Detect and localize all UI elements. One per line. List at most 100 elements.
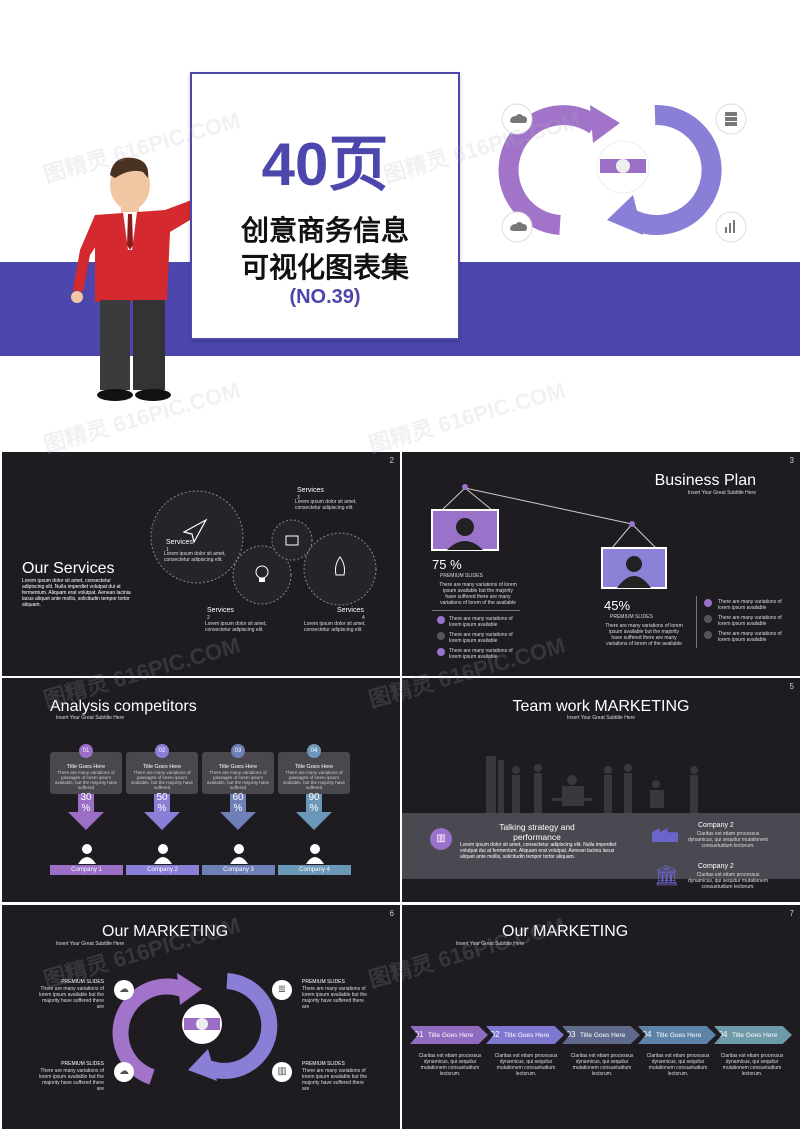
competitor-badge: 04	[307, 744, 321, 758]
service-3-label: Services	[297, 487, 324, 494]
services-title: Our Services	[22, 560, 115, 577]
step-num: 01	[414, 1030, 424, 1039]
service-4-num: 4	[362, 615, 365, 621]
slide-our-marketing-steps[interactable]: 7 Our MARKETING Insert Your Great Subtit…	[402, 905, 800, 1129]
person-icon	[78, 844, 96, 864]
business-plan-subtitle: Insert Your Great Subtitle Here	[687, 490, 756, 496]
right-bullet-2-text: There are many variations of lorem ipsum…	[718, 615, 782, 627]
service-1-label: Services	[166, 539, 193, 546]
left-bullet-3	[437, 648, 445, 656]
competitor-head: Title Goes Here	[66, 764, 106, 770]
analysis-title: Analysis competitors	[50, 698, 197, 715]
right-bullet-1	[704, 599, 712, 607]
step-3-desc: Claritas est etiam processus dynamicus, …	[570, 1053, 634, 1077]
left-label: PREMIUM SLIDES	[440, 573, 483, 579]
steps-title: Our MARKETING	[502, 923, 629, 940]
competitor-head: Title Goes Here	[218, 764, 258, 770]
corner-bl-desc: There are many variations of lorem ipsum…	[38, 1068, 104, 1092]
service-1-num: 1	[166, 547, 169, 553]
right-label: PREMIUM SLIDES	[610, 614, 653, 620]
right-bullet-1-text: There are many variations of lorem ipsum…	[718, 599, 782, 611]
company-label: Company 4	[278, 865, 351, 875]
corner-br-desc: There are many variations of lorem ipsum…	[302, 1068, 368, 1092]
cover: 40页 创意商务信息 可视化图表集 (NO.39)	[0, 0, 800, 450]
step-label: Title Goes Here	[580, 1032, 626, 1039]
business-plan-title: Business Plan	[654, 472, 756, 489]
competitor-desc: There are many variations of passages of…	[54, 770, 118, 790]
step-4-desc: Claritas est etiam processus dynamicus, …	[646, 1053, 710, 1077]
person-icon	[230, 844, 248, 864]
team-title: Team work MARKETING	[512, 698, 690, 715]
company-2-name: Company 2	[698, 863, 734, 870]
right-desc: There are many variations of lorem ipsum…	[605, 623, 683, 647]
steps-subtitle: Insert Your Great Subtitle Here	[456, 941, 525, 947]
slide-number: 5	[789, 682, 794, 691]
cloud-upload-icon: ☁	[114, 980, 134, 1000]
right-bullet-3-text: There are many variations of lorem ipsum…	[718, 631, 782, 643]
service-3-desc: Lorem ipsum dolor sit amet, consectetur …	[295, 499, 357, 511]
slide-analysis-competitors[interactable]: Analysis competitors Insert Your Great S…	[2, 678, 400, 902]
services-circles	[150, 490, 377, 606]
corner-tr-label: PREMIUM SLIDES	[302, 979, 345, 985]
competitor-desc: There are many variations of passages of…	[130, 770, 194, 790]
down-arrow	[144, 794, 180, 830]
divider	[432, 610, 520, 611]
left-desc: There are many variations of lorem ipsum…	[439, 582, 517, 606]
step-label: Title Goes Here	[428, 1032, 474, 1039]
team-body: Lorem ipsum dolor sit amet, consectetur …	[460, 842, 617, 860]
company-1-name: Company 2	[698, 822, 734, 829]
competitor-pct: 60 %	[232, 792, 244, 814]
step-2-desc: Claritas est etiam processus dynamicus, …	[494, 1053, 558, 1077]
company-label: Company 2	[126, 865, 199, 875]
competitor-head: Title Goes Here	[142, 764, 182, 770]
step-5-desc: Claritas est etiam processus dynamicus, …	[720, 1053, 784, 1077]
team-heading: Talking strategy and performance	[499, 822, 575, 842]
bank-icon: 🏛	[654, 865, 680, 887]
competitor-badge: 02	[155, 744, 169, 758]
server-icon: ≣	[272, 980, 292, 1000]
slide-our-marketing-cycle[interactable]: 6 Our MARKETING Insert Your Great Subtit…	[2, 905, 400, 1129]
service-1-desc: Lorem ipsum dolor sit amet, consectetur …	[164, 551, 226, 563]
left-bullet-1-text: There are many variations of lorem ipsum…	[449, 616, 513, 628]
competitor-desc: There are many variations of passages of…	[282, 770, 346, 790]
competitor-pct: 30 %	[80, 792, 92, 814]
competitor-pct: 90 %	[308, 792, 320, 814]
left-bullet-3-text: There are many variations of lorem ipsum…	[449, 648, 513, 660]
office-silhouettes	[486, 756, 698, 814]
service-2-num: 2	[207, 615, 210, 621]
title-card: 40页 创意商务信息 可视化图表集 (NO.39)	[190, 72, 460, 340]
left-bullet-2	[437, 632, 445, 640]
competitor-badge: 03	[231, 744, 245, 758]
cloud-download-icon: ☁	[114, 1062, 134, 1082]
right-bullet-2	[704, 615, 712, 623]
left-percentage: 75 %	[432, 557, 462, 572]
slide-our-services[interactable]: 2 Our Services Lorem ipsum dolor sit ame…	[2, 452, 400, 676]
corner-tl-desc: There are many variations of lorem ipsum…	[38, 986, 104, 1010]
chart-icon: ▥	[430, 828, 452, 850]
slide-business-plan[interactable]: 3 Business Plan Insert Your Great Subtit…	[402, 452, 800, 676]
step-num: 02	[490, 1030, 500, 1039]
competitor-pct: 50 %	[156, 792, 168, 814]
marketing-title: Our MARKETING	[102, 923, 229, 940]
infinity-cycle	[112, 973, 278, 1085]
step-1-desc: Claritas est etiam processus dynamicus, …	[418, 1053, 482, 1077]
competitor-head: Title Goes Here	[294, 764, 334, 770]
analysis-subtitle: Insert Your Great Subtitle Here	[56, 715, 125, 721]
person-icon	[306, 844, 324, 864]
cover-title-line1: 创意商务信息	[240, 215, 409, 246]
cycle-graphic	[498, 103, 747, 243]
company-2-desc: Claritas est etiam processus dynamicus, …	[687, 872, 769, 890]
stats-icon: ▥	[272, 1062, 292, 1082]
slide-team-work[interactable]: 5 Team work MARKETING Insert Your Great …	[402, 678, 800, 902]
service-4-desc: Lorem ipsum dolor sit amet, consectetur …	[304, 621, 366, 633]
cover-code: (NO.39)	[289, 286, 361, 308]
down-arrow	[68, 794, 104, 830]
down-arrow	[220, 794, 256, 830]
down-arrow	[296, 794, 332, 830]
